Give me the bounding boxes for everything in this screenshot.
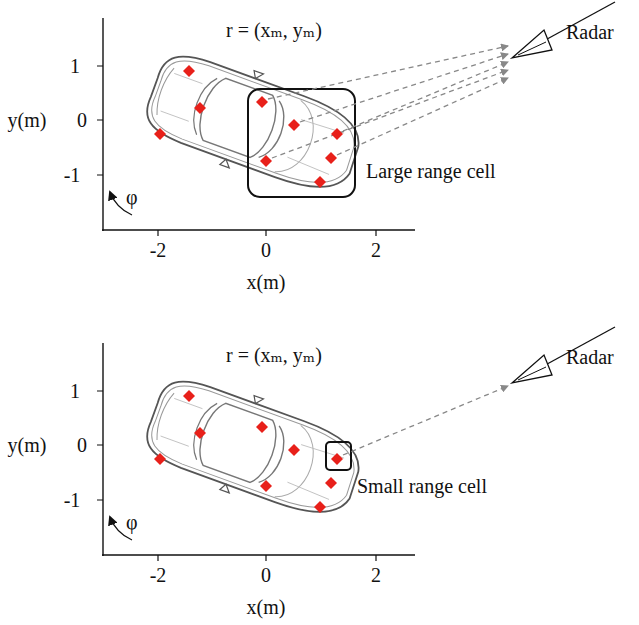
tick-label: 2 [371, 565, 381, 585]
scatter-point [183, 390, 195, 402]
tick-label: -1 [64, 165, 81, 185]
scatter-point [331, 453, 343, 465]
tick-label: 0 [261, 240, 271, 260]
tick-label: -2 [150, 240, 167, 260]
scatter-points [154, 65, 343, 513]
scatter-point [314, 501, 326, 513]
scatter-point [288, 119, 300, 131]
tick-label: -1 [64, 490, 81, 510]
scatter-point [325, 152, 337, 164]
axes [97, 327, 615, 561]
tick-label: 0 [77, 435, 87, 455]
tick-label: -2 [150, 565, 167, 585]
range-cell-label: Small range cell [357, 476, 487, 496]
scatter-point [260, 155, 272, 167]
scatter-point [256, 96, 268, 108]
axis-label: x(m) [247, 272, 286, 292]
radar-label: Radar [566, 347, 614, 367]
tick-label: 0 [261, 565, 271, 585]
tick-label: 1 [70, 56, 80, 76]
formula-label: r = (xₘ, yₘ) [226, 345, 322, 365]
tick-label: 0 [77, 110, 87, 130]
axis-label: x(m) [247, 597, 286, 617]
range-cell [248, 89, 355, 197]
scatter-point [154, 453, 166, 465]
scatter-point [331, 128, 343, 140]
radar-rays [268, 46, 508, 455]
scatter-point [183, 65, 195, 77]
scatter-point [288, 444, 300, 456]
scatter-point [154, 128, 166, 140]
scatter-point [260, 480, 272, 492]
scatter-point [314, 176, 326, 188]
formula-label: r = (xₘ, yₘ) [226, 20, 322, 40]
axis-label: y(m) [8, 110, 47, 130]
scatter-point [325, 477, 337, 489]
range-cell [326, 442, 351, 470]
axes [97, 2, 615, 236]
angle-label: φ [126, 512, 138, 532]
tick-label: 2 [371, 240, 381, 260]
range-cell-label: Large range cell [366, 161, 496, 181]
angle-label: φ [126, 187, 138, 207]
tick-label: 1 [70, 381, 80, 401]
radar-label: Radar [566, 22, 614, 42]
scatter-point [194, 427, 206, 439]
axis-label: y(m) [8, 435, 47, 455]
scatter-point [194, 102, 206, 114]
car [137, 365, 372, 532]
scatter-point [256, 421, 268, 433]
car [137, 40, 372, 207]
